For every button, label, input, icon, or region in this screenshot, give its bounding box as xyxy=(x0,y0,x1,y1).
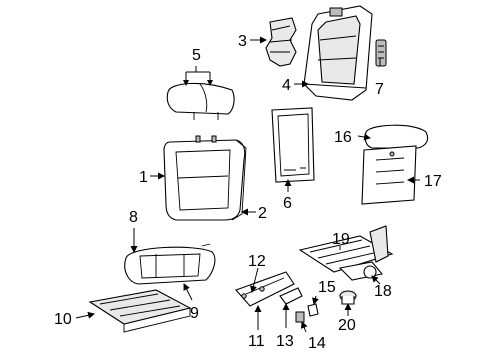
leader-lines xyxy=(75,36,420,333)
callout-5: 5 xyxy=(192,47,201,64)
callout-20: 20 xyxy=(338,317,356,334)
seat-adjuster-track xyxy=(298,225,394,281)
seatback-support-panel xyxy=(265,17,297,67)
callout-7: 7 xyxy=(375,81,384,98)
seat-cushion xyxy=(124,243,216,285)
round-knob xyxy=(339,290,357,305)
callout-15: 15 xyxy=(318,279,336,296)
callout-labels: 1 2 3 4 5 6 7 8 9 10 11 12 13 14 15 16 1… xyxy=(54,33,442,352)
callout-17: 17 xyxy=(424,173,442,190)
callout-12: 12 xyxy=(248,253,266,270)
callout-16: 16 xyxy=(334,129,352,146)
callout-2: 2 xyxy=(258,205,267,222)
callout-13: 13 xyxy=(276,333,294,350)
adjuster-knob xyxy=(363,265,377,279)
callout-1: 1 xyxy=(139,169,148,186)
seat-switch xyxy=(279,287,303,305)
recliner-bracket xyxy=(375,39,387,67)
seatback-frame xyxy=(303,5,373,101)
callout-6: 6 xyxy=(283,195,292,212)
callout-9: 9 xyxy=(190,305,199,322)
callout-3: 3 xyxy=(238,33,247,50)
callout-8: 8 xyxy=(129,209,138,226)
callout-11: 11 xyxy=(248,333,265,350)
callout-4: 4 xyxy=(282,77,291,94)
seatback-pad xyxy=(271,107,315,183)
callout-10: 10 xyxy=(54,311,72,328)
callout-14: 14 xyxy=(308,335,326,352)
seatback-cushion xyxy=(163,135,247,221)
clip xyxy=(307,303,319,317)
callout-19: 19 xyxy=(332,231,350,248)
side-shield-armrest xyxy=(361,124,429,205)
headrest xyxy=(166,82,235,120)
switch-knob xyxy=(295,311,305,323)
callout-18: 18 xyxy=(374,283,392,300)
seat-cushion-frame xyxy=(88,289,192,333)
